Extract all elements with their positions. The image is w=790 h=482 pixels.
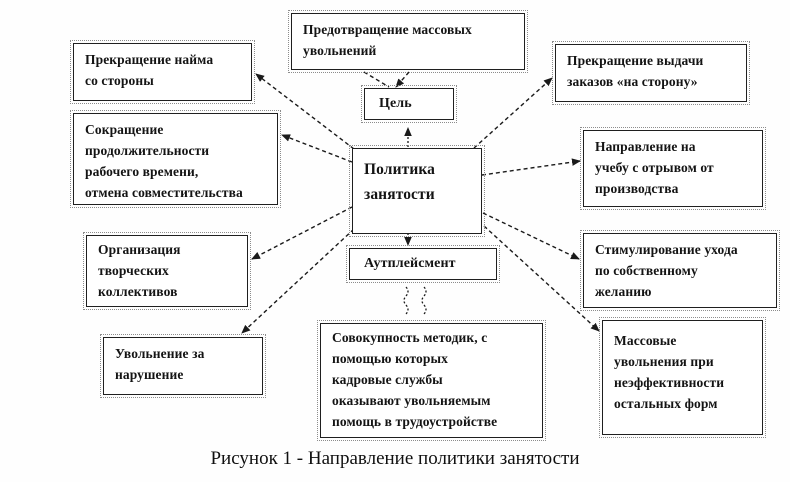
box-stop-hiring: Прекращение найма со стороны [70, 40, 255, 104]
arrow-to-stimulate-quit [482, 212, 580, 260]
box-dismissal-for-violation: Увольнение за нарушение [100, 334, 266, 398]
arrow-to-reduce-hours [281, 134, 353, 163]
box-stop-external-orders: Прекращение выдачи заказов «на сторону» [552, 41, 750, 105]
figure-caption: Рисунок 1 - Направление политики занятос… [210, 448, 580, 469]
box-reduce-working-hours: Сокращение продолжительности рабочего вр… [70, 110, 281, 208]
box-goal: Цель [361, 85, 457, 123]
box-outplacement: Аутплейсмент [346, 245, 500, 283]
arrow-to-dismissal [241, 228, 355, 334]
arrow-to-creative-teams [251, 206, 353, 260]
box-mass-layoffs: Массовые увольнения при неэффективности … [599, 317, 766, 438]
arrow-to-mass-layoffs [483, 225, 600, 332]
arrow-to-stop-orders [473, 77, 553, 149]
arrow-to-training [481, 158, 581, 176]
definition-link-left [403, 286, 409, 315]
goal-link-right [395, 71, 410, 88]
box-employment-policy: Политика занятости [349, 145, 485, 237]
box-outplacement-definition: Совокупность методик, с помощью которых … [317, 320, 546, 441]
goal-link-left [363, 71, 390, 88]
box-creative-teams: Организация творческих коллективов [83, 232, 251, 310]
box-stimulate-voluntary-quit: Стимулирование ухода по собственному жел… [580, 230, 780, 311]
box-training-leave: Направление на учебу с отрывом от произв… [580, 127, 766, 210]
box-prevent-mass-layoffs: Предотвращение массовых увольнений [288, 10, 528, 73]
definition-link-right [421, 286, 427, 315]
